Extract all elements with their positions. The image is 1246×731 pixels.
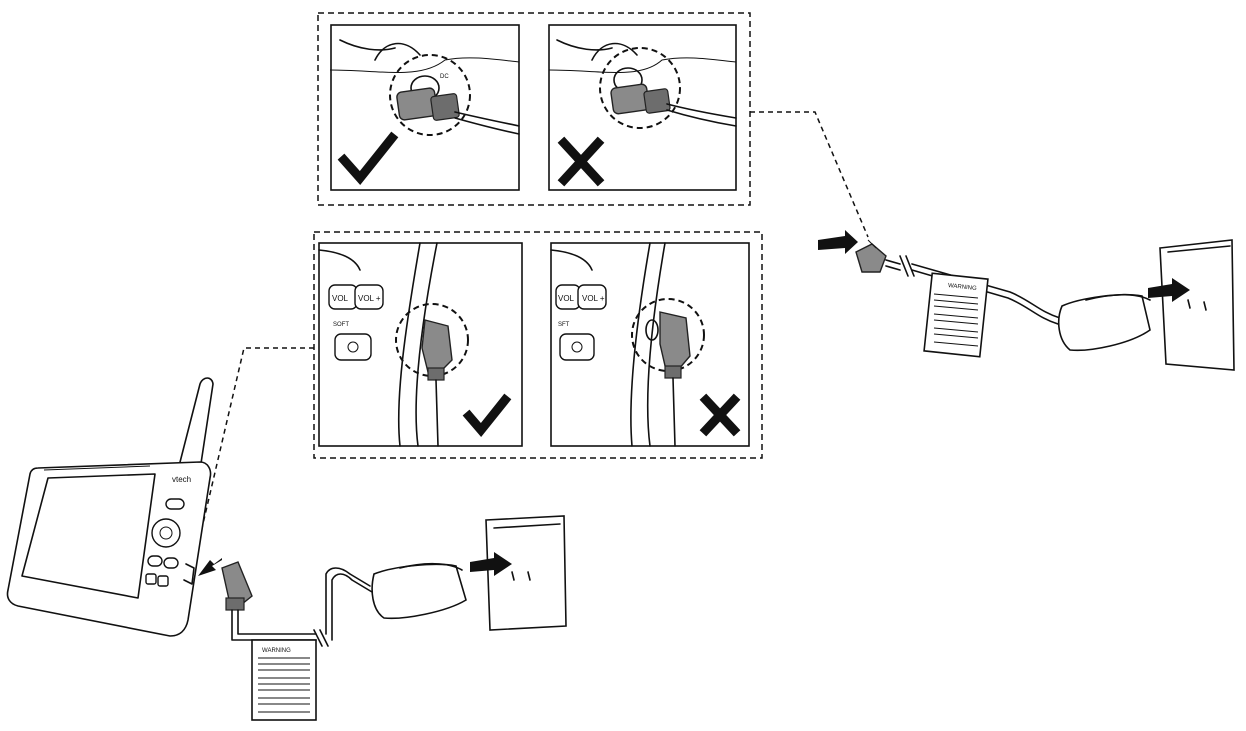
wall-outlet [485, 515, 567, 631]
push-arrow-icon [470, 552, 512, 576]
top-detail-group [317, 12, 751, 206]
top-correct-panel: DC [329, 24, 520, 191]
leader-line-top [750, 111, 869, 238]
wall-outlet [1159, 239, 1235, 371]
left-adapter-assembly: WARNING [198, 515, 567, 721]
push-arrow-icon [1148, 278, 1190, 302]
middle-incorrect-panel: VOL VOL + SFT [550, 242, 750, 447]
cross-icon [699, 393, 741, 437]
parent-unit: vtech [6, 377, 214, 637]
middle-detail-group [313, 231, 763, 459]
right-adapter-assembly: WARNING [818, 230, 1235, 371]
top-incorrect-panel [548, 24, 737, 191]
vol-plus-label: VOL + [358, 294, 381, 303]
vol-minus-label-b: VOL [558, 294, 575, 303]
leader-line-middle [194, 347, 314, 559]
power-adapter [1057, 293, 1151, 352]
warning-tag [251, 639, 317, 721]
tiny-printed-label: DC [440, 74, 449, 80]
brand-logo: vtech [172, 475, 191, 484]
vol-plus-label-b: VOL + [582, 294, 605, 303]
cross-icon [557, 136, 605, 187]
push-arrow-icon [198, 558, 222, 576]
power-adapter [371, 563, 467, 620]
soft-label: SOFT [333, 322, 349, 328]
warning-tag-heading: WARNING [262, 648, 291, 654]
soft-label-b: SFT [558, 322, 570, 328]
push-arrow-icon [818, 230, 858, 254]
middle-correct-panel: VOL VOL + SOFT [318, 242, 523, 447]
warning-tag-heading: WARNING [948, 283, 978, 292]
check-icon [337, 131, 399, 185]
vol-minus-label: VOL [332, 294, 349, 303]
check-icon [462, 393, 512, 438]
